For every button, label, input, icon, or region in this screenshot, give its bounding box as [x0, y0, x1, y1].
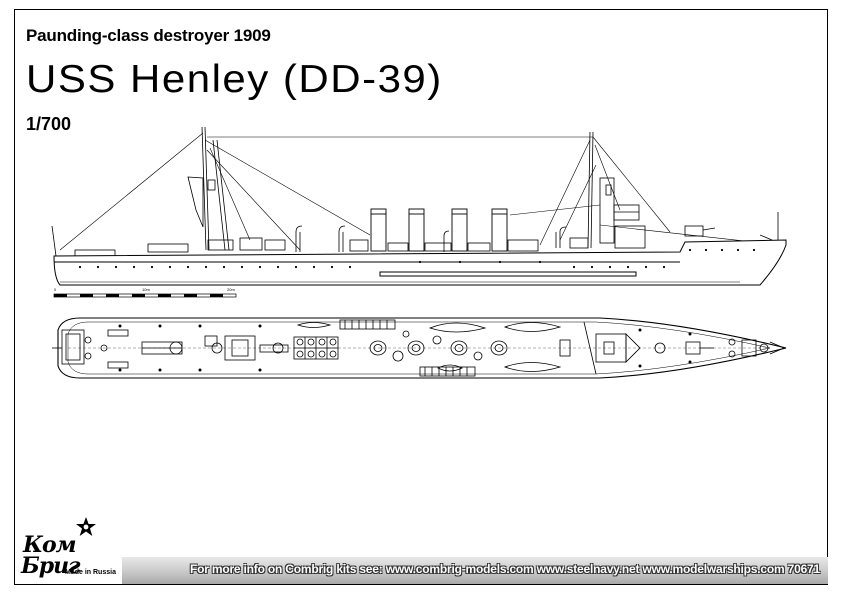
portholes	[78, 248, 756, 269]
torpedo-tubes	[339, 319, 476, 377]
scale-bar: 0 10m 20m	[53, 287, 237, 298]
deck-details	[74, 212, 779, 257]
ship-class-subtitle: Paunding-class destroyer 1909	[26, 26, 271, 45]
scale-label-0: 0	[54, 287, 57, 292]
drawing-frame	[14, 9, 828, 585]
stern-fittings	[52, 329, 129, 369]
scale-label-20m: 20m	[227, 287, 235, 292]
ship-name-title: USS Henley (DD-39)	[26, 57, 443, 101]
stern-flagstaff	[51, 225, 57, 257]
made-in-russia-label: Made in Russia	[65, 569, 116, 576]
footer-info-bar: For more info on Combrig kits see: www.c…	[122, 557, 828, 584]
rigging-lines	[59, 132, 781, 251]
logo-word-kom: Ком	[23, 532, 77, 558]
funnels-plan	[369, 330, 508, 362]
star-icon	[76, 517, 96, 536]
aft-mast	[187, 126, 230, 251]
deck-outline	[57, 317, 787, 379]
footer-info-text: For more info on Combrig kits see: www.c…	[190, 562, 820, 576]
skylight-grid	[293, 336, 339, 360]
ship-boats	[296, 322, 562, 372]
side-profile	[51, 126, 787, 286]
aft-deck-equipment	[141, 335, 289, 361]
fore-mast	[587, 131, 640, 249]
scale-label-10m: 10m	[142, 287, 150, 292]
bridge-plan	[559, 321, 714, 375]
deck-bollards	[118, 324, 692, 372]
model-scale-label: 1/700	[26, 114, 72, 134]
combrig-logo: Ком Бриг Made in Russia	[17, 517, 125, 582]
bow-fittings	[728, 338, 785, 358]
plan-view	[52, 317, 787, 379]
ventilators	[295, 225, 567, 252]
funnels	[370, 208, 508, 252]
logo-word-brig: Бриг	[21, 553, 81, 579]
